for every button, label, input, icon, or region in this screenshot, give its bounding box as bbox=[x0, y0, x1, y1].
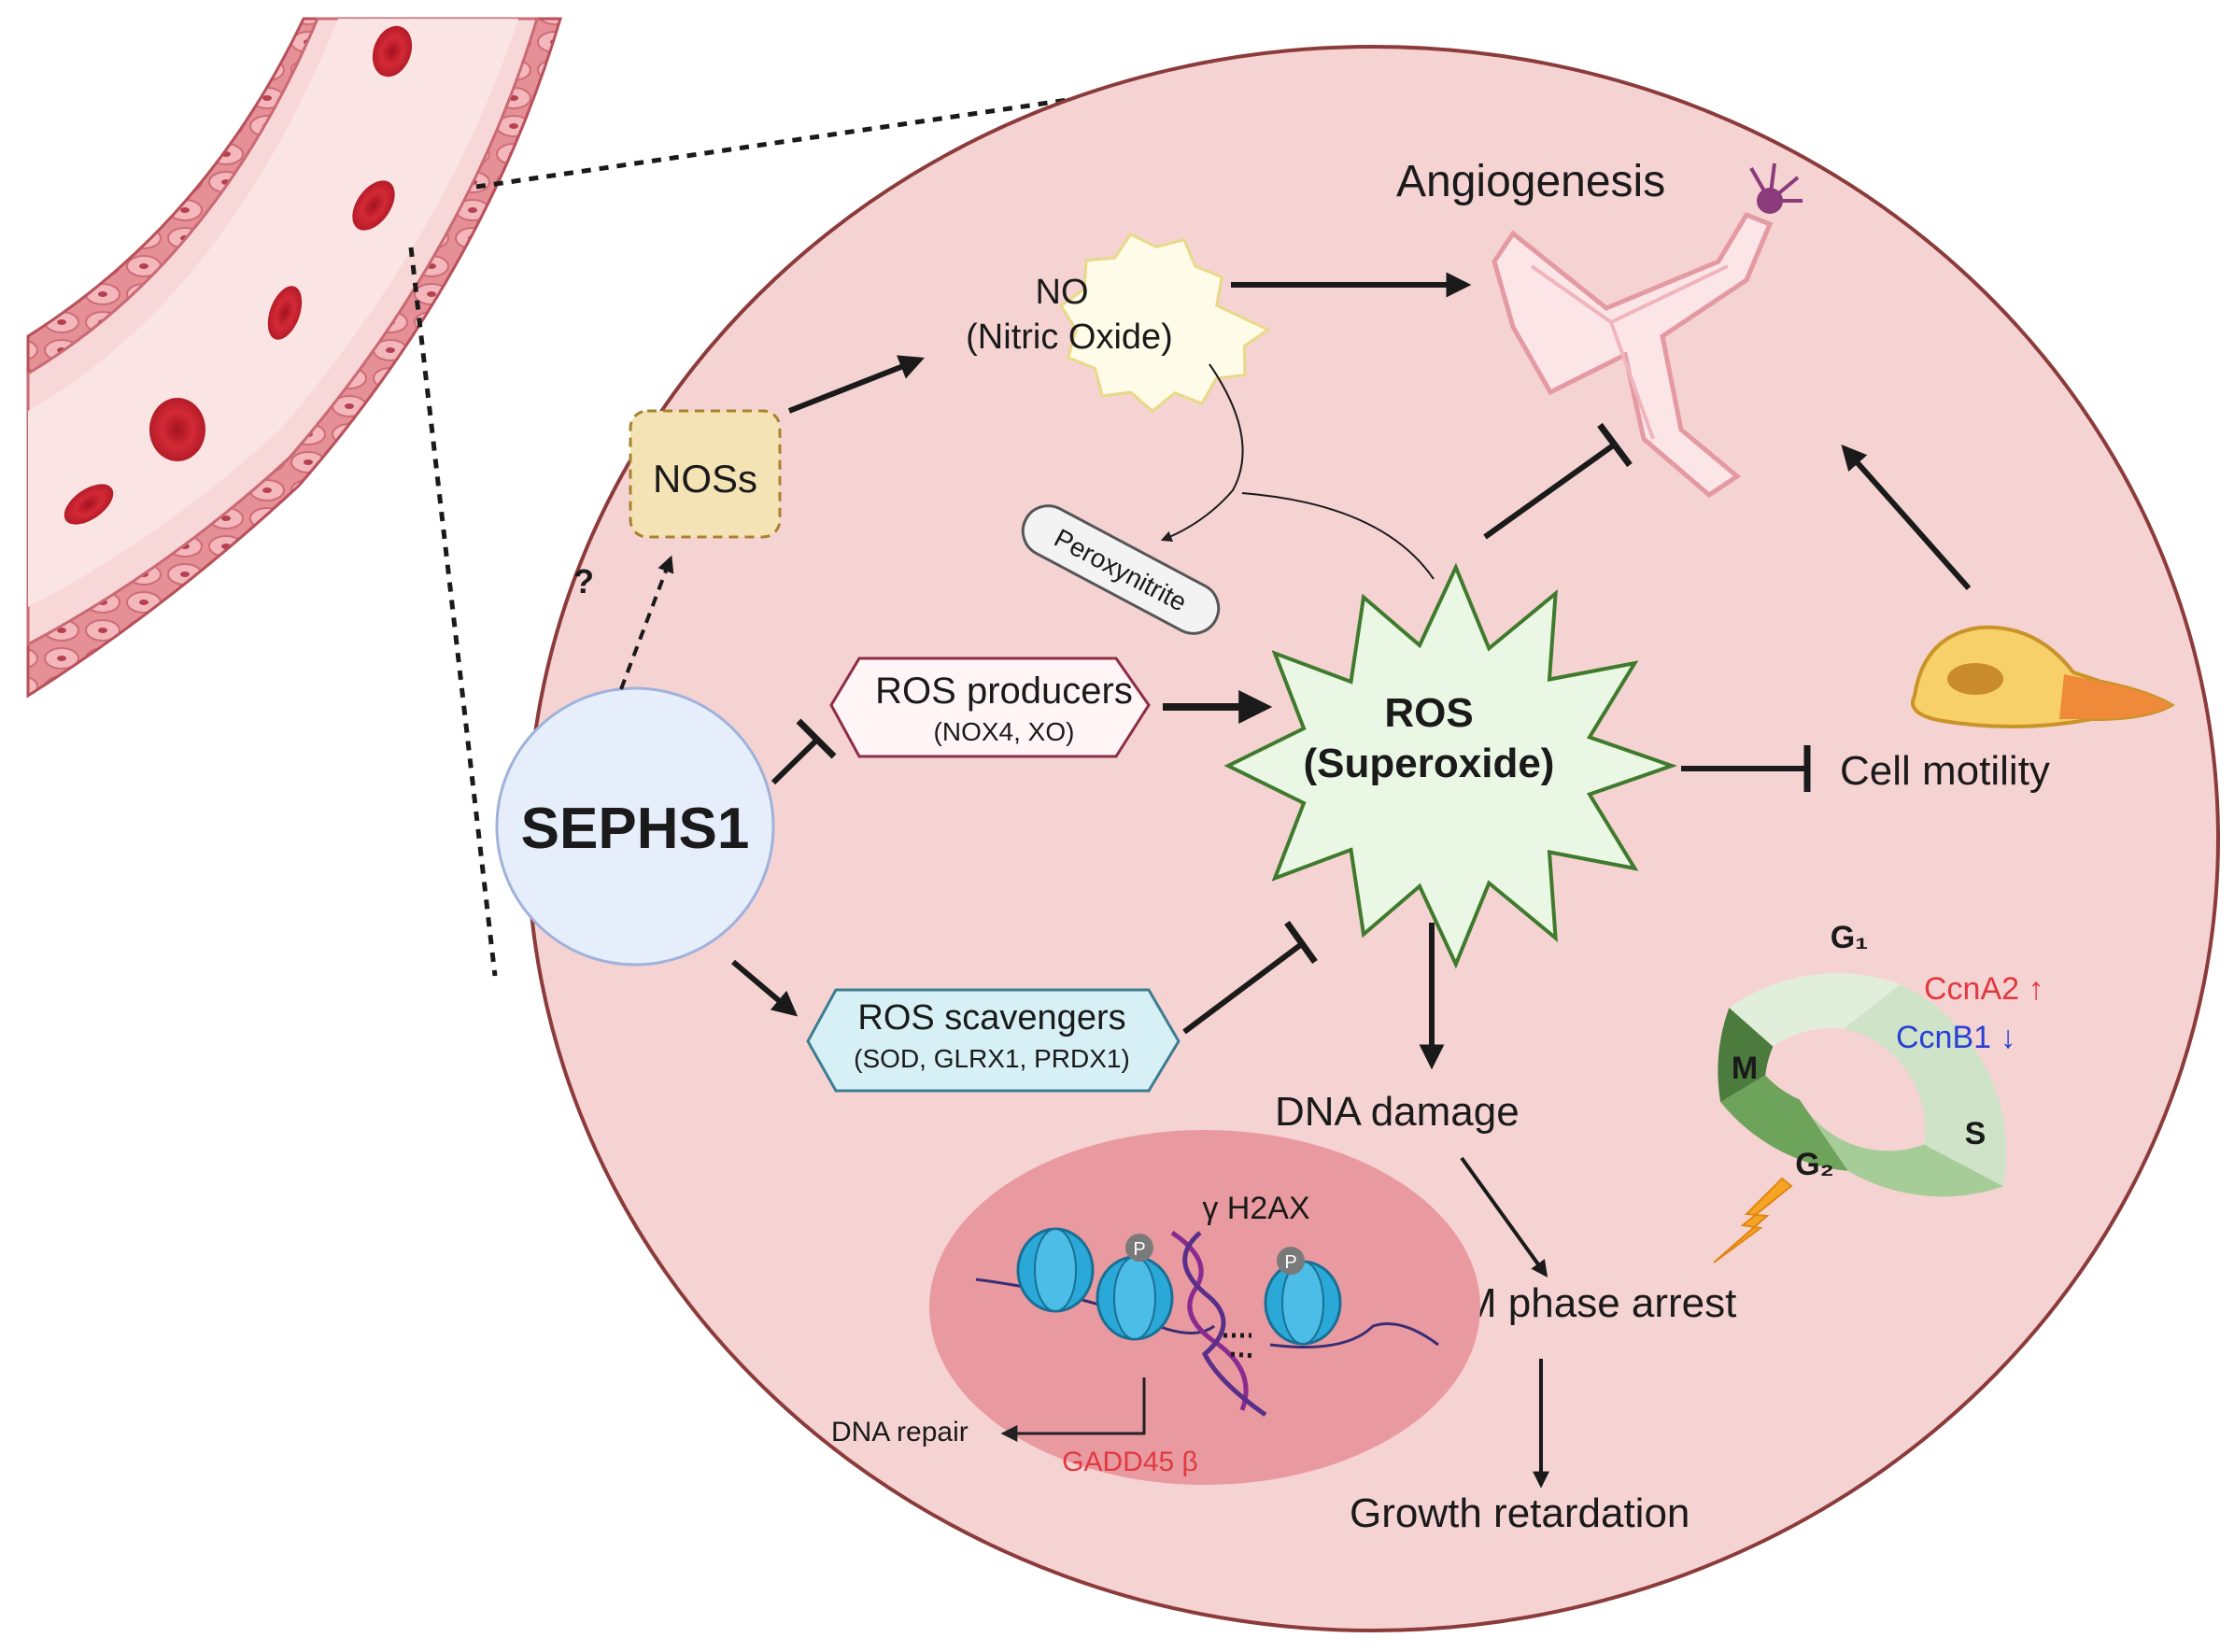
pathway-arrows bbox=[619, 272, 1972, 1489]
angiogenesis-label: Angiogenesis bbox=[1396, 157, 1665, 206]
no-label: NO bbox=[1036, 273, 1089, 312]
nucleus bbox=[929, 1130, 1480, 1485]
inhibition-arrows bbox=[771, 422, 1811, 1035]
noss-to-no-arrow bbox=[787, 355, 926, 414]
cell-cycle-ring bbox=[1718, 973, 2007, 1197]
nucleosome-icon bbox=[1264, 1260, 1342, 1346]
superoxide-label: (Superoxide) bbox=[1304, 741, 1555, 786]
sephs1-inhibits-producers bbox=[771, 737, 820, 785]
blood-vessel-illustration bbox=[26, 17, 563, 699]
nucleosome-icon bbox=[1096, 1255, 1174, 1341]
ros-scavengers-box bbox=[806, 988, 1181, 1093]
unknown-link-mark: ? bbox=[573, 562, 594, 600]
noss-box bbox=[629, 409, 782, 539]
red-blood-cell-icon bbox=[267, 286, 303, 340]
dna-damage-label: DNA damage bbox=[1275, 1089, 1520, 1135]
ros-inhibits-angiogenesis bbox=[1483, 441, 1618, 540]
sephs1-to-noss-arrow bbox=[619, 555, 674, 690]
ccnb1-label: CcnB1 ↓ bbox=[1896, 1020, 2016, 1055]
red-blood-cell-icon bbox=[352, 180, 395, 231]
ros-scavengers-members: (SOD, GLRX1, PRDX1) bbox=[854, 1044, 1130, 1073]
svg-text:P: P bbox=[1284, 1252, 1296, 1273]
dna-repair-arrow bbox=[1000, 1377, 1146, 1442]
red-blood-cells bbox=[64, 25, 413, 525]
phospho-mark-icon: P bbox=[1125, 1234, 1153, 1262]
red-blood-cell-icon bbox=[64, 484, 114, 525]
lightning-bolt-icon bbox=[1713, 1177, 1793, 1264]
sephs1-label: SEPHS1 bbox=[521, 797, 750, 861]
noss-label: NOSs bbox=[653, 457, 757, 501]
no-to-peroxynitrite-curve bbox=[1160, 363, 1244, 543]
ros-to-peroxynitrite-curve bbox=[1241, 492, 1435, 580]
phase-g2-label: G₂ bbox=[1795, 1147, 1834, 1182]
nucleosome-icon bbox=[1016, 1227, 1095, 1313]
growth-retardation-label: Growth retardation bbox=[1350, 1490, 1690, 1536]
ros-producers-members: (NOX4, XO) bbox=[934, 717, 1075, 746]
ros-scavengers-label: ROS scavengers bbox=[857, 998, 1125, 1038]
svg-text:P: P bbox=[1133, 1239, 1145, 1260]
phase-m-label: M bbox=[1732, 1051, 1758, 1086]
ros-producers-label: ROS producers bbox=[875, 671, 1133, 712]
gadd45-label: GADD45 β bbox=[1062, 1447, 1198, 1477]
scavengers-inhibit-ros bbox=[1182, 940, 1305, 1035]
dna-repair-label: DNA repair bbox=[831, 1417, 969, 1447]
red-blood-cell-icon bbox=[372, 25, 413, 78]
nitric-oxide-label: (Nitric Oxide) bbox=[966, 318, 1173, 357]
phase-s-label: S bbox=[1965, 1116, 1987, 1151]
sephs1-to-scavengers-arrow bbox=[731, 959, 799, 1017]
dna-helix-icon bbox=[1170, 1230, 1267, 1418]
motile-cell-icon bbox=[1911, 625, 2175, 729]
sprouting-vessel-icon bbox=[1492, 162, 1803, 499]
gamma-h2ax-label: γ H2AX bbox=[1202, 1191, 1309, 1226]
sephs1-node bbox=[495, 686, 775, 967]
ccna2-label: CcnA2 ↑ bbox=[1924, 971, 2044, 1007]
cell-motility-label: Cell motility bbox=[1840, 748, 2050, 794]
nitric-oxide-burst bbox=[1058, 232, 1271, 414]
motility-to-angiogenesis-arrow bbox=[1841, 444, 1972, 590]
ros-superoxide-burst bbox=[1223, 562, 1678, 969]
zoom-lines bbox=[408, 86, 1145, 977]
phospho-mark-icon: P bbox=[1277, 1247, 1305, 1275]
ros-label: ROS bbox=[1384, 690, 1473, 736]
dna-damage-to-arrest-arrow bbox=[1460, 1156, 1548, 1278]
ros-producers-box bbox=[829, 657, 1151, 758]
phase-g1-label: G₁ bbox=[1831, 920, 1869, 955]
red-blood-cell-icon bbox=[149, 398, 205, 461]
